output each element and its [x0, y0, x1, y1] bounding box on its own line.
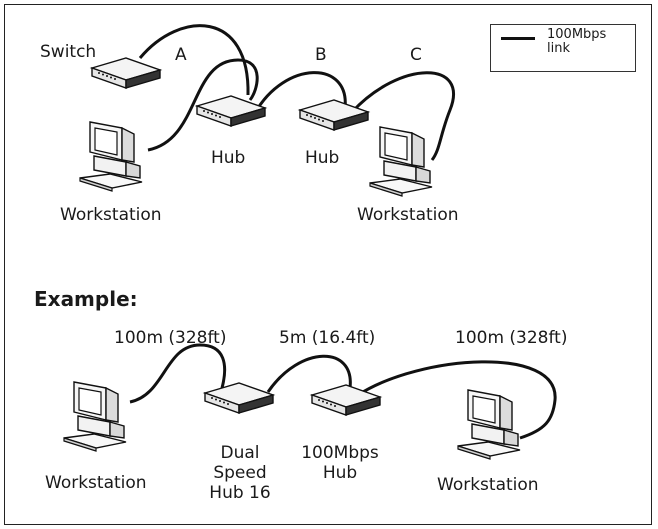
cable-example-2: [266, 354, 352, 393]
example-workstation-right-label: Workstation: [437, 475, 539, 495]
segment-b-label: B: [315, 45, 327, 65]
switch-label: Switch: [40, 42, 97, 62]
distance-3-label: 100m (328ft): [455, 328, 568, 348]
example-workstation-left-label: Workstation: [45, 473, 147, 493]
cable-example-1: [129, 343, 227, 404]
cable-workstation-left: [147, 58, 259, 152]
dual-speed-hub-label: Dual Speed Hub 16: [209, 443, 271, 503]
segment-c-label: C: [410, 45, 422, 65]
cable-example-3: [357, 360, 557, 440]
example-heading: Example:: [34, 287, 138, 311]
workstation-right-icon: [369, 126, 433, 197]
dual-speed-hub-device: [204, 382, 274, 414]
legend-line-swatch: [501, 37, 535, 40]
distance-2-label: 5m (16.4ft): [279, 328, 376, 348]
legend: 100Mbps link: [490, 24, 636, 72]
workstation-left-label: Workstation: [60, 205, 162, 225]
cable-b: [253, 71, 347, 114]
hub-1-label: Hub: [211, 148, 246, 168]
100mbps-hub-label: 100Mbps Hub: [301, 443, 379, 483]
workstation-left-icon: [79, 121, 143, 192]
hub-2-label: Hub: [305, 148, 340, 168]
workstation-right-label: Workstation: [357, 205, 459, 225]
legend-text: 100Mbps link: [547, 27, 607, 56]
example-workstation-right-icon: [457, 389, 521, 460]
cable-a: [138, 24, 250, 96]
distance-1-label: 100m (328ft): [114, 328, 227, 348]
diagram-frame: [4, 4, 652, 525]
example-workstation-left-icon: [63, 381, 127, 452]
cable-c: [350, 71, 455, 161]
switch-device: [91, 57, 161, 89]
segment-a-label: A: [175, 45, 187, 65]
hub-device-1: [196, 95, 266, 127]
